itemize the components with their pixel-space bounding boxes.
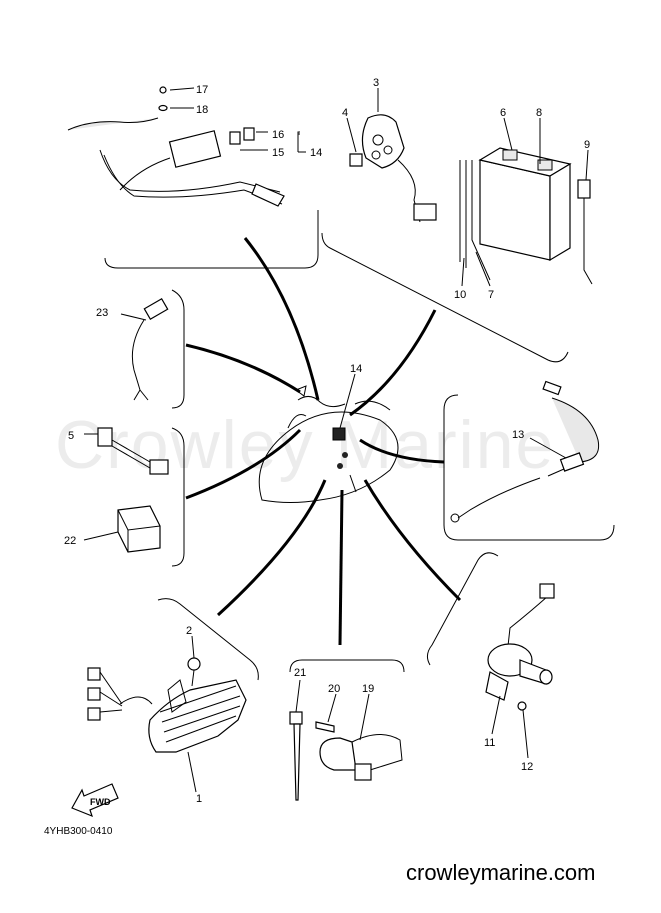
callout-22: 22 [64, 535, 76, 547]
callout-20: 20 [328, 683, 340, 695]
callout-16: 16 [272, 129, 284, 141]
callout-15: 15 [272, 147, 284, 159]
sensor-19 [319, 734, 403, 781]
sub-harness-5 [97, 427, 169, 475]
group-frames [104, 210, 615, 681]
relay-22 [117, 505, 161, 553]
callout-leaders [83, 87, 589, 793]
website-url: crowleymarine.com [406, 860, 596, 885]
callout-8: 8 [536, 107, 542, 119]
callout-labels: 17 18 16 15 14 3 4 6 8 9 10 7 23 14 5 13… [64, 77, 590, 805]
watermark: Crowley Marine [55, 407, 555, 483]
drawing-code: 4YHB300-0410 [44, 826, 113, 837]
battery-assembly [349, 114, 593, 285]
callout-18: 18 [196, 104, 208, 116]
lead-wire-13 [450, 380, 600, 523]
plastic-band-21 [289, 711, 303, 801]
callout-13: 13 [512, 429, 524, 441]
callout-1: 1 [196, 793, 202, 805]
bolt-2 [187, 657, 201, 687]
callout-2: 2 [186, 625, 192, 637]
fwd-arrow-icon: FWD [71, 783, 119, 818]
rectifier-1 [87, 667, 247, 753]
group-leader-lines [185, 237, 462, 646]
main-harness-assembly [67, 86, 285, 207]
callout-10: 10 [454, 289, 466, 301]
sensor-23 [131, 297, 169, 401]
callout-9: 9 [584, 139, 590, 151]
callout-12: 12 [521, 761, 533, 773]
callout-19: 19 [362, 683, 374, 695]
callout-14-center: 14 [350, 363, 362, 375]
callout-5: 5 [68, 430, 74, 442]
callout-14-top: 14 [310, 147, 322, 159]
callout-7: 7 [488, 289, 494, 301]
center-harness [258, 385, 399, 503]
callout-6: 6 [500, 107, 506, 119]
fwd-label: FWD [90, 797, 111, 807]
callout-23: 23 [96, 307, 108, 319]
switch-11 [485, 583, 555, 711]
callout-11: 11 [484, 737, 495, 749]
screw-20 [315, 721, 335, 733]
callout-3: 3 [373, 77, 379, 89]
callout-4: 4 [342, 107, 348, 119]
callout-17: 17 [196, 84, 208, 96]
callout-21: 21 [294, 667, 306, 679]
